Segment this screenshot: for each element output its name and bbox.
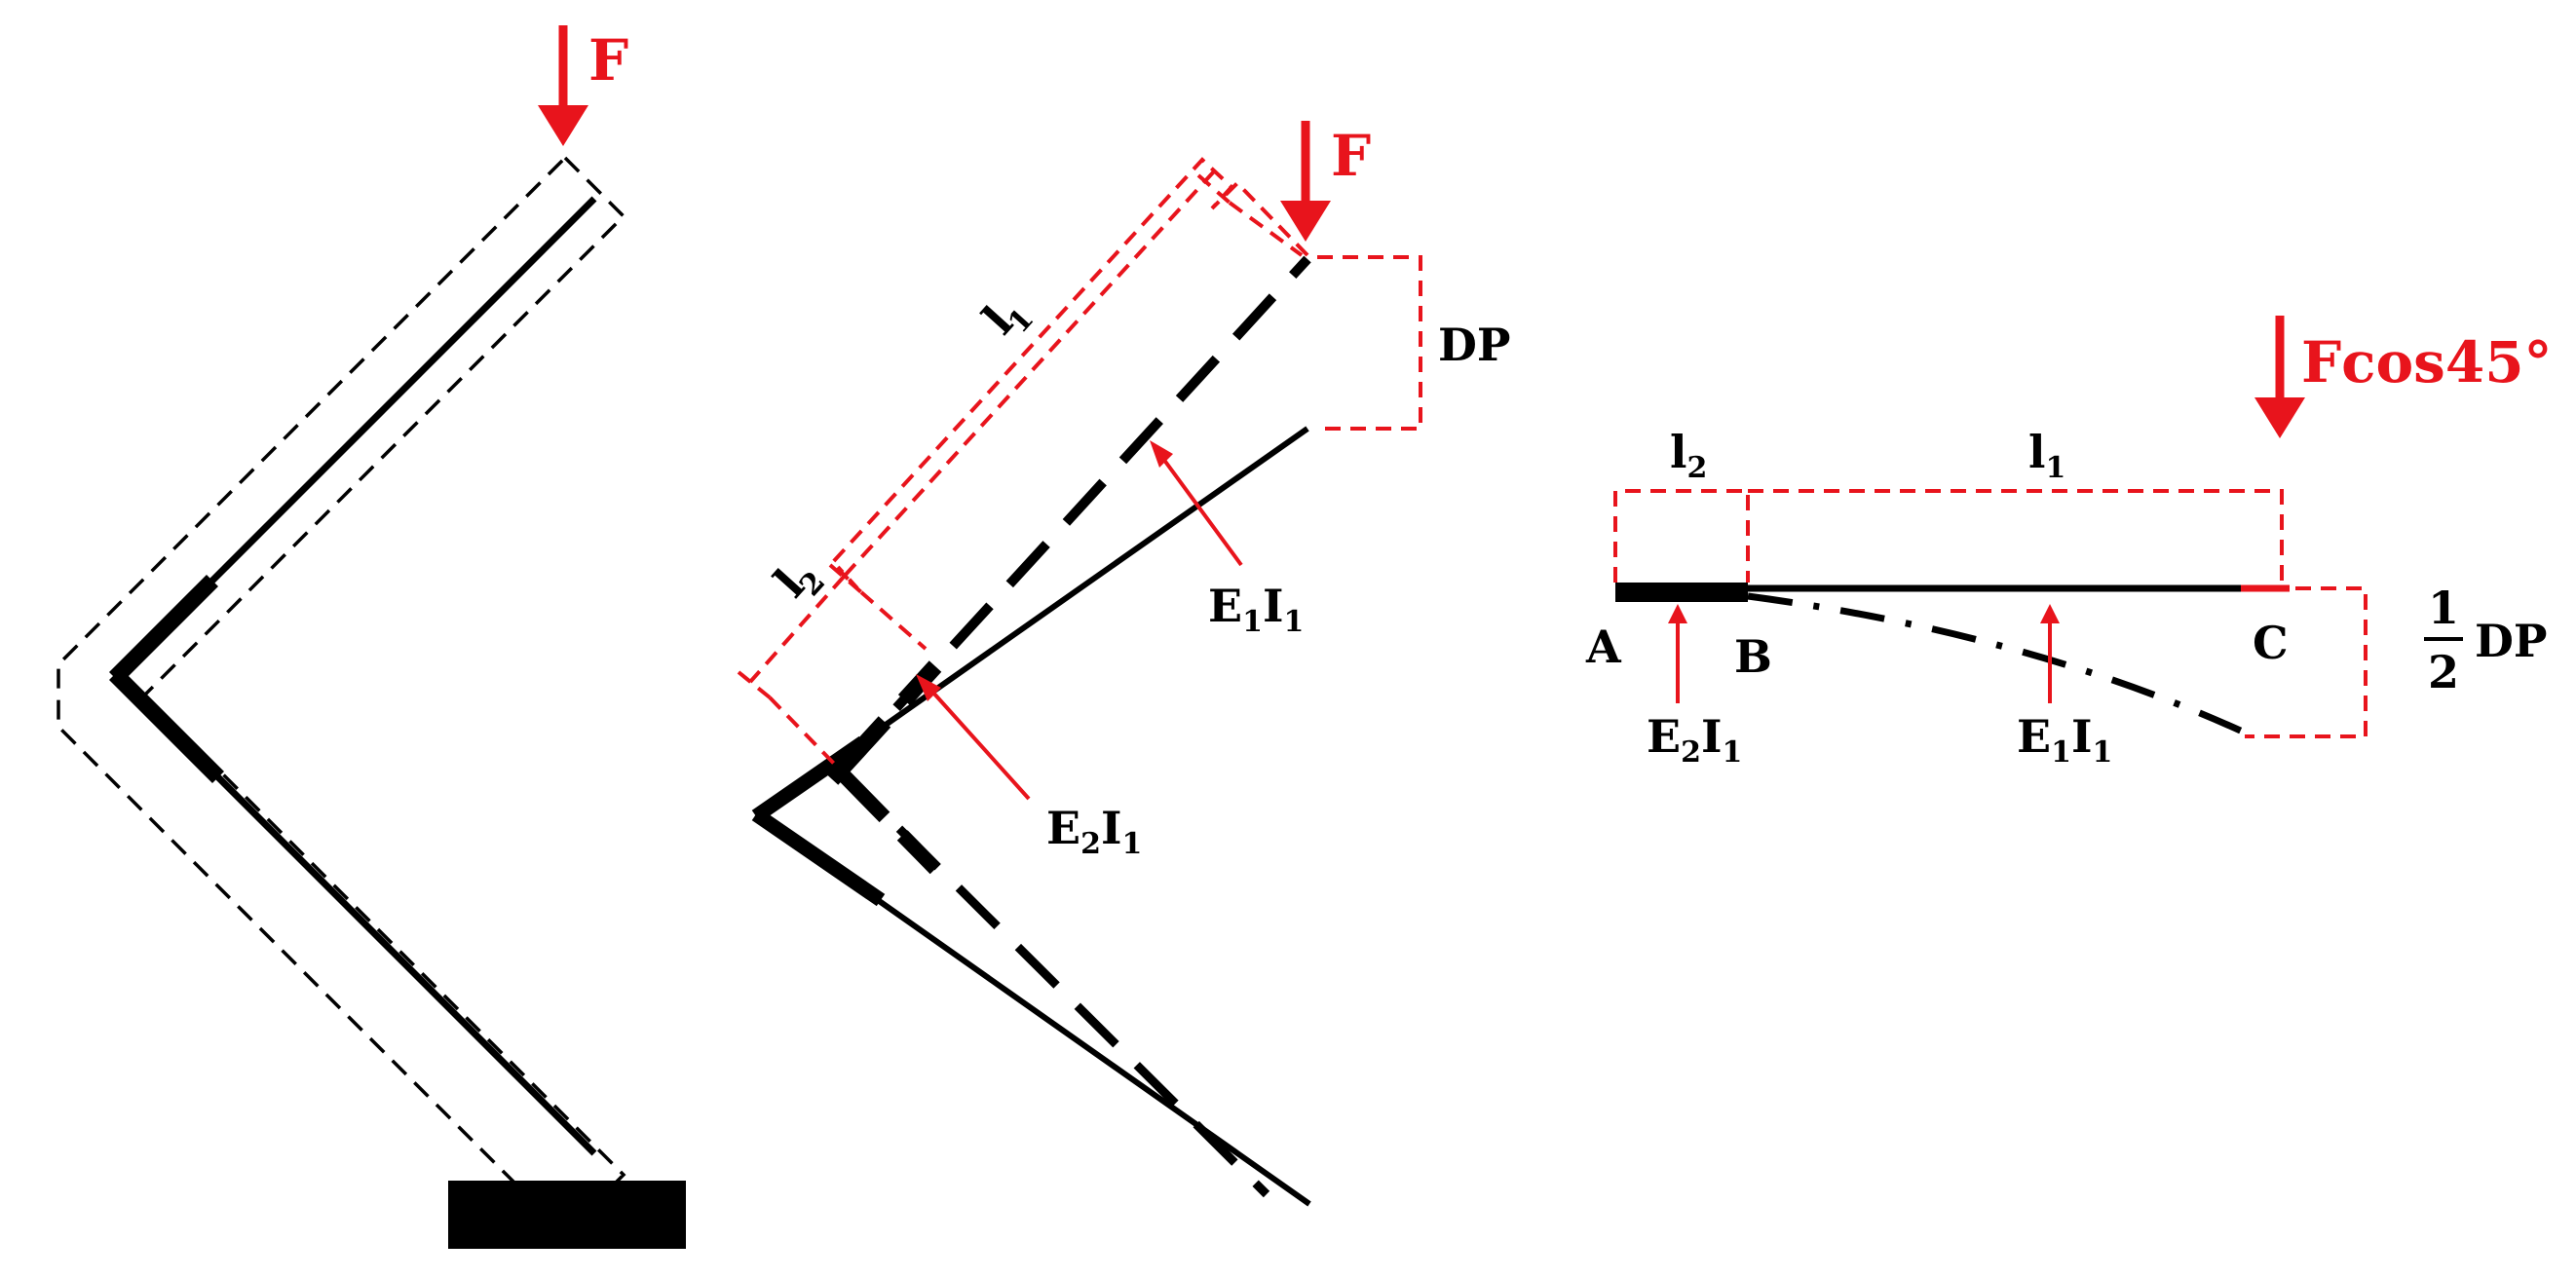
middle-dashed-lower-thick <box>838 770 941 875</box>
svg-text:E2I1: E2I1 <box>1647 710 1742 770</box>
right-point-a: A <box>1585 621 1622 673</box>
middle-thick-joint-upper <box>751 735 868 823</box>
right-force-arrow <box>2254 316 2305 438</box>
right-beam-ab <box>1615 583 1748 602</box>
middle-l1-dim-tick-top <box>1196 173 1231 205</box>
middle-e1i1-pointer <box>1154 446 1243 567</box>
right-force-label: Fcos45° <box>2301 329 2553 395</box>
middle-l2-dim-link-bottom <box>768 696 842 771</box>
panel-middle: F DP l 1 l 2 E1I1 E2I1 <box>737 121 1510 1207</box>
right-point-c: C <box>2253 617 2289 669</box>
right-e1i1-label: E1I1 <box>2017 710 2112 770</box>
right-e1i1-pointer-head <box>2040 604 2060 623</box>
left-fixed-base <box>448 1181 686 1249</box>
middle-l1-dim-link-bottom <box>859 590 928 651</box>
panel-left: F <box>57 25 686 1249</box>
panel-right: Fcos45° l2 l1 A B C E2I1 E1I1 1 2 DP <box>1585 316 2553 770</box>
middle-l1-dim-main <box>842 169 1216 579</box>
middle-l1-dim-link <box>1228 201 1304 257</box>
middle-e2i1-pointer <box>922 680 1031 801</box>
left-thick-joint-lower <box>108 667 225 784</box>
middle-dp-label: DP <box>1438 319 1510 371</box>
right-l2-bracket <box>1613 489 1750 583</box>
svg-text:E1I1: E1I1 <box>1208 580 1304 639</box>
right-l2-label: l2 <box>1670 426 1707 485</box>
middle-force-label: F <box>1331 123 1371 189</box>
right-half-dp-bracket <box>2245 586 2368 738</box>
middle-e1i1-label: E1I1 <box>1208 580 1304 639</box>
middle-deformed-lower-arm <box>754 811 1311 1207</box>
middle-e2i1-pointer-head <box>916 674 941 701</box>
middle-force-arrow <box>1280 121 1331 242</box>
svg-text:E2I1: E2I1 <box>1046 802 1142 861</box>
right-e2i1-pointer-head <box>1668 604 1687 623</box>
right-half-dp-label: 1 2 DP <box>2424 582 2547 698</box>
middle-dp-bracket <box>1317 255 1422 431</box>
left-thick-joint-upper <box>108 574 219 685</box>
left-force-arrow <box>538 25 588 146</box>
svg-text:DP: DP <box>2475 615 2547 667</box>
middle-e1i1-pointer-head <box>1150 440 1173 468</box>
svg-text:l1: l1 <box>2028 426 2065 485</box>
right-l1-label: l1 <box>2028 426 2065 485</box>
right-e2i1-label: E2I1 <box>1647 710 1742 770</box>
middle-l1-dim-tick-bottom <box>828 563 863 594</box>
svg-text:l2: l2 <box>1670 426 1707 485</box>
middle-l1-label: l 1 <box>972 296 1041 344</box>
left-force-label: F <box>588 27 628 94</box>
svg-text:E1I1: E1I1 <box>2017 710 2112 770</box>
svg-text:2: 2 <box>2428 646 2459 698</box>
svg-text:1: 1 <box>2428 582 2459 634</box>
middle-l2-dim-tick-bottom <box>737 670 772 699</box>
right-l1-bracket <box>1748 489 2284 583</box>
right-deflected-curve <box>1747 592 2247 736</box>
middle-e2i1-label: E2I1 <box>1046 802 1142 861</box>
right-point-b: B <box>1734 630 1772 683</box>
